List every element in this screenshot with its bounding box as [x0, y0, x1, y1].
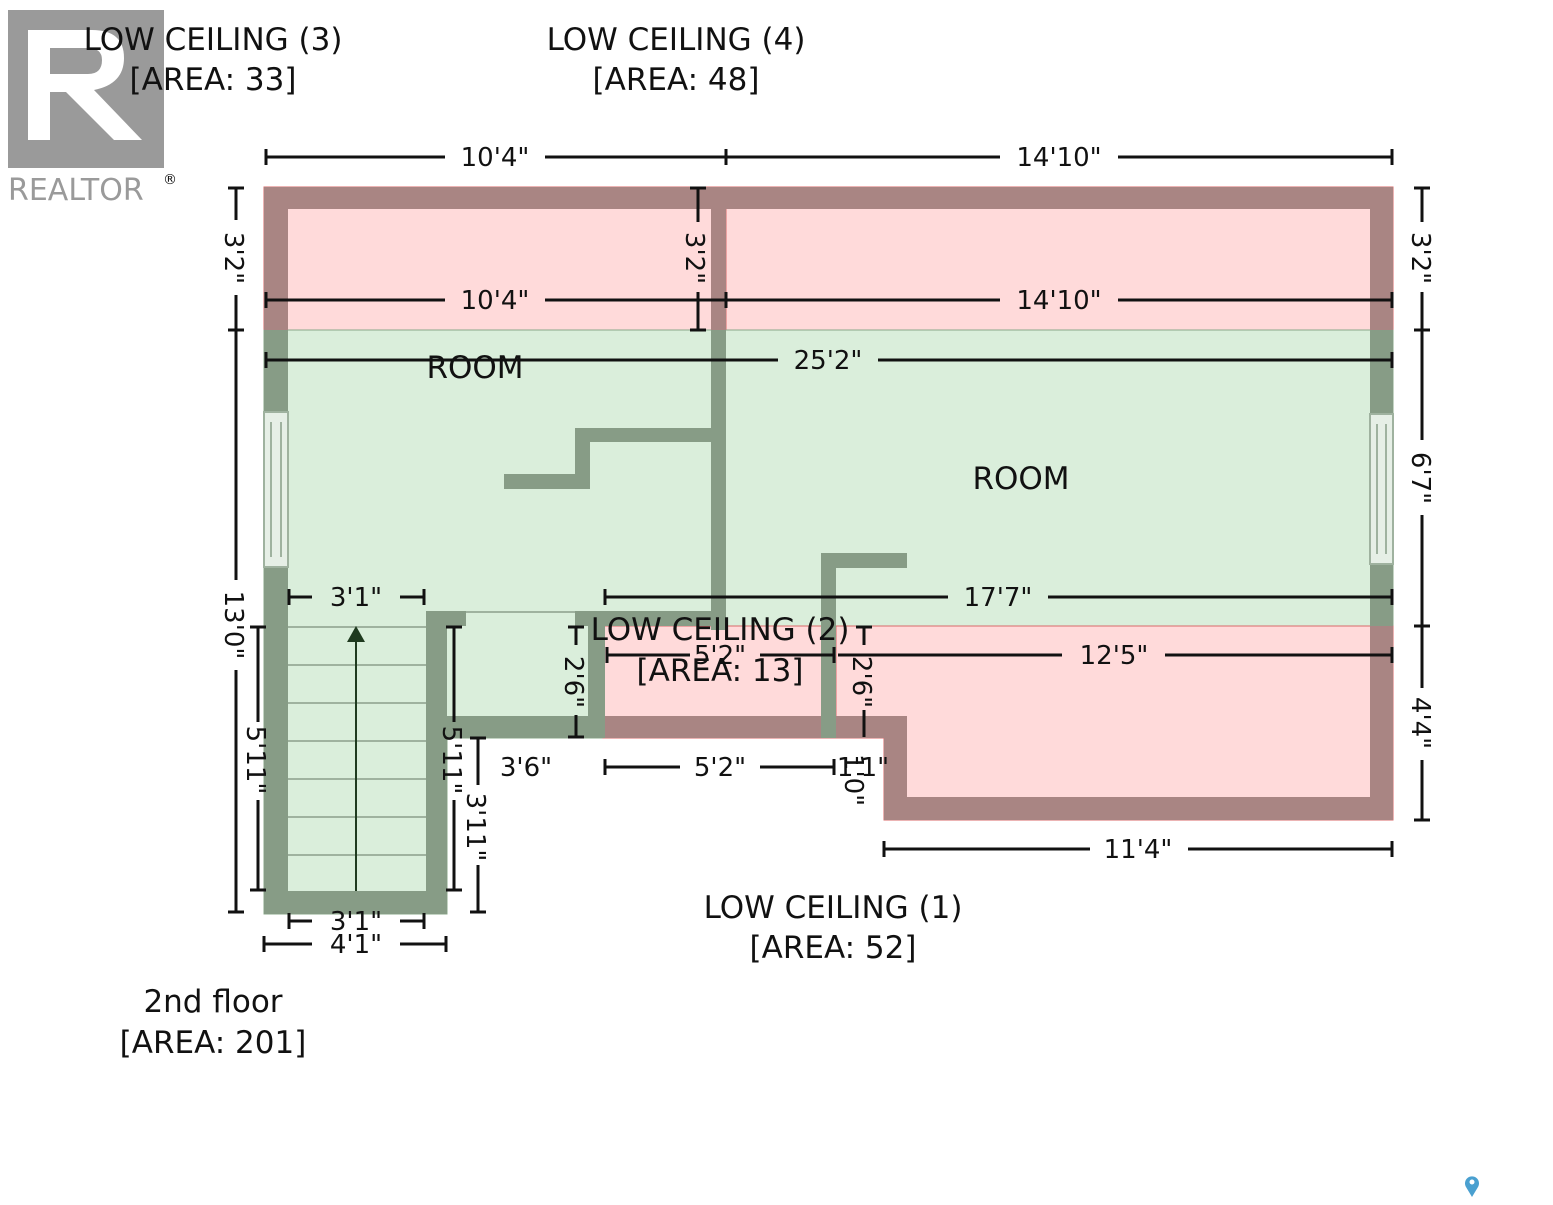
window-left — [263, 411, 289, 568]
low-ceiling-4-title: LOW CEILING (4) — [547, 22, 806, 58]
dim-lc2-width: 5'2" — [694, 641, 746, 671]
dim-alcove-depth-right: 2'6" — [846, 656, 876, 708]
dimension-lines — [228, 149, 1430, 952]
realtor-logo-icon — [8, 10, 164, 168]
low-ceiling-2-title: LOW CEILING (2) — [591, 612, 850, 648]
dim-stair-width-bottom: 3'1" — [330, 907, 382, 937]
dim-top-right: 14'10" — [1016, 143, 1101, 173]
registered-mark: ® — [163, 172, 177, 188]
dim-stair-inner-depth: 5'11" — [436, 726, 466, 795]
dim-alcove-depth-left: 2'6" — [558, 656, 588, 708]
dim-right-bottom: 4'4" — [1405, 697, 1435, 749]
low-ceiling-3-area: [AREA: 33] — [130, 62, 297, 98]
dim-top-left: 10'4" — [461, 143, 530, 173]
low-ceiling-2-area: [AREA: 13] — [637, 653, 804, 689]
area-labels: LOW CEILING (3) [AREA: 33] LOW CEILING (… — [84, 22, 1070, 1061]
room-right-label: ROOM — [972, 461, 1069, 497]
dim-lc1-width: 12'5" — [1080, 641, 1149, 671]
dim-stair-outer-width: 4'1" — [330, 930, 382, 960]
low-ceiling-3-area — [263, 186, 727, 331]
dim-mid-top: 3'2" — [679, 232, 709, 284]
dim-right-mid: 6'7" — [1405, 452, 1435, 504]
low-ceiling-1-area: [AREA: 52] — [750, 930, 917, 966]
floor-area: [AREA: 201] — [120, 1025, 307, 1061]
dim-stair-depth: 5'11" — [240, 726, 270, 795]
stair-direction-arrow-icon — [347, 626, 365, 642]
dim-bottom-right: 11'4" — [1104, 835, 1173, 865]
dim-inner-left: 10'4" — [461, 286, 530, 316]
dim-stair-lower: 3'11" — [460, 793, 490, 862]
dim-notch-mid: 5'2" — [694, 753, 746, 783]
low-ceiling-1-title: LOW CEILING (1) — [704, 890, 963, 926]
dim-notch-right: 1'1" — [837, 753, 889, 783]
dim-overall-width: 25'2" — [794, 346, 863, 376]
low-ceiling-4-area: [AREA: 48] — [593, 62, 760, 98]
low-ceiling-walls — [264, 187, 1393, 820]
dim-right-top: 3'2" — [1405, 232, 1435, 284]
dim-left-top: 3'2" — [218, 232, 248, 284]
dim-left-overall: 13'0" — [218, 591, 248, 660]
window-right — [1369, 413, 1394, 565]
realtor-logo-text: REALTOR — [8, 173, 144, 208]
staircase — [288, 611, 575, 891]
low-ceiling-3-title: LOW CEILING (3) — [84, 22, 343, 58]
dim-notch-left: 3'6" — [500, 753, 552, 783]
room-left-label: ROOM — [426, 350, 523, 386]
dim-stair-width-top: 3'1" — [330, 583, 382, 613]
dim-inner-right: 14'10" — [1016, 286, 1101, 316]
floor-title: 2nd floor — [143, 984, 282, 1020]
map-pin-icon — [1465, 1176, 1480, 1197]
dim-mid-span: 17'7" — [964, 583, 1033, 613]
dim-notch-depth: 1'0" — [838, 754, 868, 806]
dimension-labels: 10'4" 14'10" 10'4" 14'10" 25'2" 3'1" 17'… — [218, 143, 1435, 960]
